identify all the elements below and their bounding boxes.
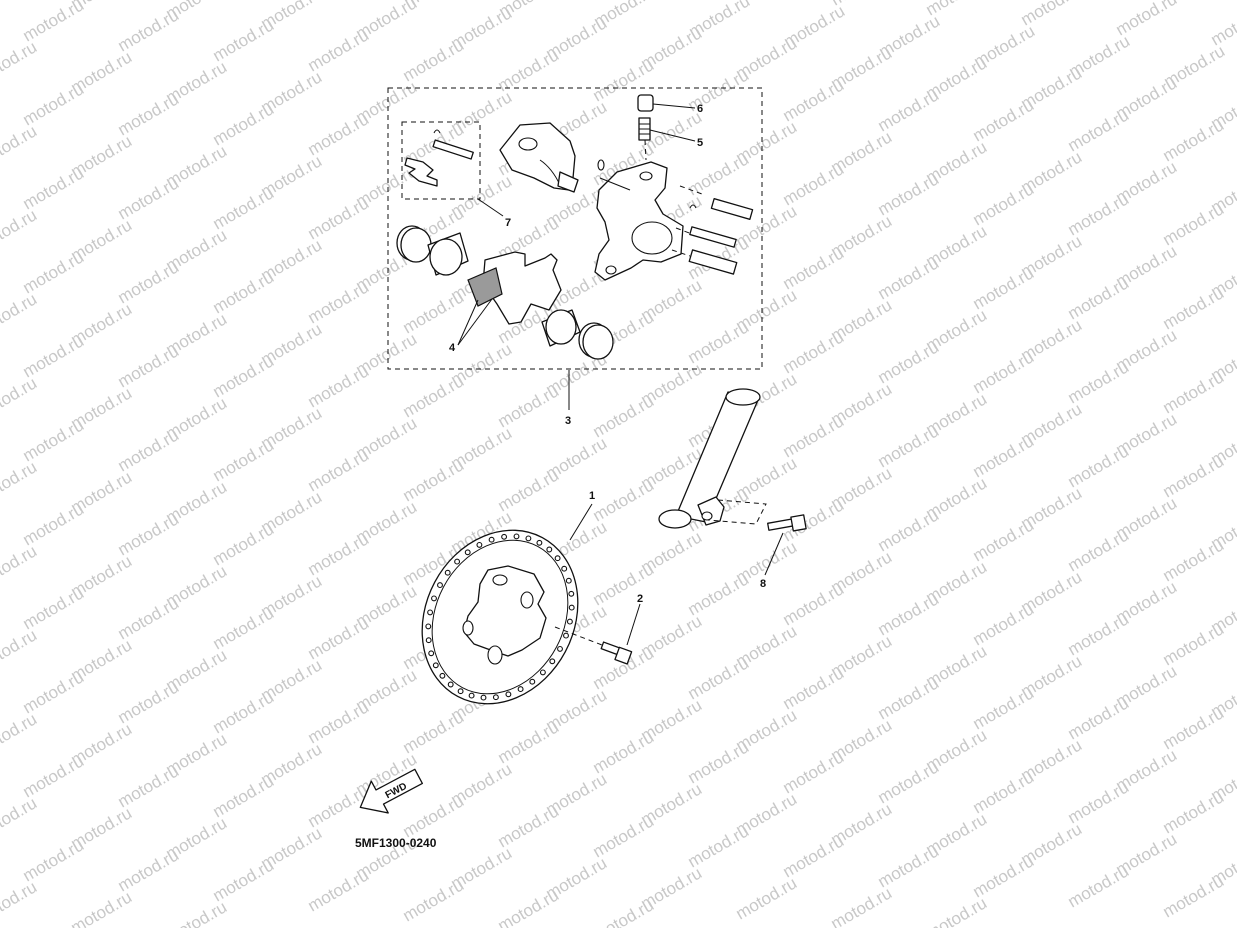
- disc-hole: [517, 686, 524, 693]
- fork-bolt: [767, 514, 807, 532]
- brake-disc: [421, 529, 579, 705]
- disc-hole: [513, 533, 520, 540]
- disc-hole: [457, 688, 464, 695]
- watermark-text: motod.ru: [733, 873, 801, 923]
- watermark-text: motod.ru: [0, 793, 40, 843]
- disc-hole: [561, 565, 568, 572]
- callout-2: 2: [637, 593, 643, 605]
- watermark-text: motod.ru: [0, 0, 40, 3]
- watermark-text: motod.ru: [590, 895, 658, 928]
- caliper-bolts: [671, 185, 754, 275]
- disc-hole: [488, 536, 495, 543]
- disc-hole: [554, 555, 561, 562]
- disc-hole: [501, 533, 508, 540]
- fork-leg: [658, 388, 767, 529]
- disc-hole: [439, 672, 446, 679]
- watermark-text: motod.ru: [400, 875, 468, 925]
- disc-hole: [447, 681, 454, 688]
- watermark-text: motod.ru: [0, 289, 40, 339]
- watermark-text: motod.ru: [305, 865, 373, 915]
- disc-hole: [427, 609, 434, 616]
- watermark-text: motod.ru: [0, 541, 40, 591]
- disc-hole: [539, 669, 546, 676]
- disc-hole: [444, 569, 451, 576]
- caliper-body: [594, 161, 684, 281]
- pin-kit-box: [401, 121, 481, 200]
- brake-pads: [467, 251, 562, 325]
- watermark-text: motod.ru: [0, 457, 40, 507]
- disc-hole: [568, 590, 575, 597]
- caliper-assembly-box: [387, 87, 763, 370]
- callouts: 1 2 3 4 5 6 7 8: [449, 103, 766, 605]
- disc-hole: [432, 662, 439, 669]
- disc-hole: [546, 546, 553, 553]
- callout-1: 1: [589, 490, 595, 502]
- watermark-text: motod.ru: [495, 885, 563, 928]
- watermark-text: motod.ru: [0, 709, 40, 759]
- disc-hole: [437, 582, 443, 589]
- disc-hole: [454, 558, 461, 565]
- disc-hole: [476, 541, 483, 548]
- watermark-text: motod.ru: [1160, 871, 1228, 921]
- watermark-text: motod.ru: [68, 887, 136, 928]
- watermark-text: motod.ru: [0, 205, 40, 255]
- disc-hole: [525, 535, 532, 542]
- disc-hole: [464, 549, 471, 556]
- disc-hole: [431, 595, 437, 602]
- disc-hole: [557, 645, 563, 652]
- watermark-text: motod.ru: [0, 373, 40, 423]
- watermark-text: motod.ru: [163, 897, 231, 928]
- bleeder-cap: [637, 94, 654, 112]
- caliper-bracket: [499, 122, 605, 193]
- callout-8: 8: [760, 578, 766, 590]
- disc-hole: [549, 658, 556, 665]
- bleeder-screw: [638, 117, 651, 161]
- disc-hole: [425, 637, 432, 644]
- leader-lines: [457, 103, 784, 646]
- disc-hole: [505, 691, 512, 698]
- watermark-text: motod.ru: [0, 121, 40, 171]
- disc-hole: [492, 694, 499, 701]
- disc-hole: [563, 632, 569, 639]
- disc-hole: [565, 577, 572, 584]
- disc-hole: [536, 539, 543, 546]
- watermark-text: motod.ru: [0, 877, 40, 927]
- disc-bolt: [554, 626, 633, 665]
- diagram-code: 5MF1300-0240: [355, 836, 437, 850]
- callout-5: 5: [697, 137, 703, 149]
- pin-kit-parts: [404, 129, 474, 187]
- disc-hole: [568, 604, 575, 611]
- piston-seals-pistons: [396, 225, 614, 360]
- disc-hole: [468, 692, 475, 699]
- watermark-text: motod.ru: [1065, 861, 1133, 911]
- watermark-text: motod.ru: [923, 893, 991, 928]
- disc-hole: [529, 678, 536, 685]
- watermark-text: motod.ru: [0, 625, 40, 675]
- callout-6: 6: [697, 103, 703, 115]
- disc-hole: [428, 650, 435, 657]
- callout-7: 7: [505, 217, 511, 229]
- watermark-text: motod.ru: [1208, 0, 1237, 49]
- disc-hole: [566, 618, 573, 625]
- callout-3: 3: [565, 415, 571, 427]
- watermark-text: motod.ru: [0, 37, 40, 87]
- disc-hole: [480, 694, 487, 701]
- watermark-text: motod.ru: [828, 883, 896, 928]
- disc-hole: [425, 623, 432, 630]
- callout-4: 4: [449, 342, 456, 354]
